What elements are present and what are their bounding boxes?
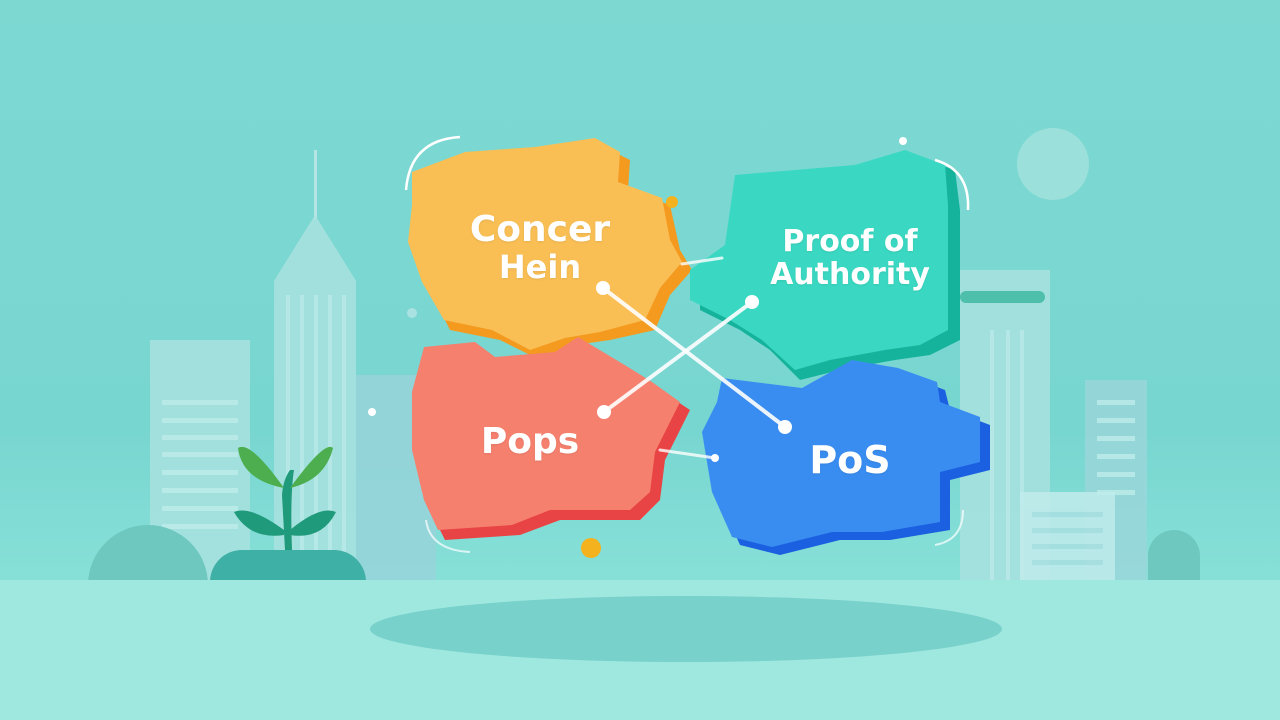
puzzle-piece-proof-of-authority bbox=[690, 150, 960, 380]
accent-dot bbox=[407, 308, 417, 318]
label-pos: PoS bbox=[770, 438, 930, 482]
label-proof-of-authority: Proof of Authority bbox=[755, 225, 945, 291]
plant-mound bbox=[210, 550, 366, 582]
skyscraper-spire bbox=[314, 150, 317, 220]
label-line: Pops bbox=[480, 421, 580, 462]
puzzle-piece-pops bbox=[412, 337, 690, 540]
accent-dot bbox=[581, 538, 601, 558]
bush-right bbox=[1148, 530, 1200, 580]
arc-decoration bbox=[425, 519, 471, 553]
puzzle-piece-pos bbox=[702, 360, 990, 555]
accent-dot bbox=[899, 137, 907, 145]
arc-decoration bbox=[404, 135, 461, 191]
connector-nodes bbox=[596, 281, 792, 462]
label-line: Concer bbox=[469, 209, 611, 250]
sun-circle bbox=[1017, 128, 1089, 200]
building-right-low bbox=[1020, 492, 1115, 580]
arc-decoration bbox=[934, 509, 964, 546]
arc-decoration bbox=[934, 158, 970, 211]
building-right-striped bbox=[1085, 380, 1147, 580]
connector-lines bbox=[601, 256, 787, 460]
bar-accent bbox=[960, 291, 1045, 303]
label-concer-hein: Concer Hein bbox=[440, 210, 640, 285]
label-line: Authority bbox=[770, 257, 930, 292]
ground-shadow bbox=[370, 596, 1002, 662]
accent-dot bbox=[368, 408, 376, 416]
label-pops: Pops bbox=[450, 422, 610, 462]
label-line: Hein bbox=[498, 247, 582, 286]
label-line: Proof of bbox=[782, 224, 918, 259]
accent-dot bbox=[666, 196, 678, 208]
label-line: PoS bbox=[809, 438, 891, 482]
